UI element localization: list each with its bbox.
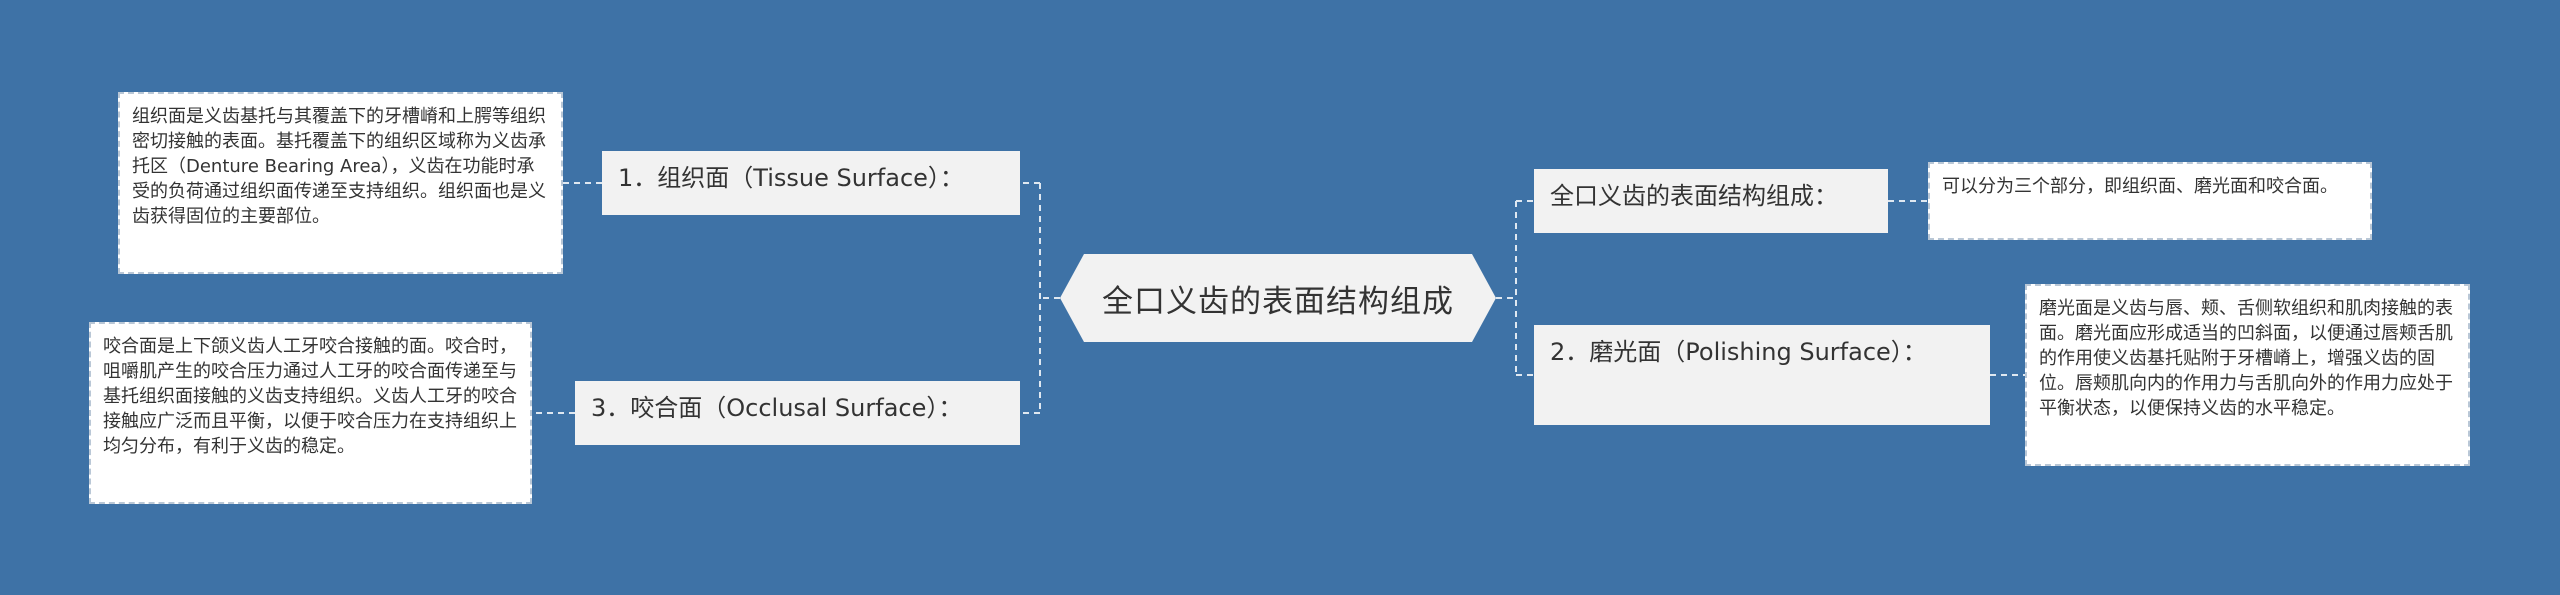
branch-occlusal-surface[interactable]: 3．咬合面（Occlusal Surface）： <box>575 381 1020 445</box>
branch-tissue-surface-label: 1．组织面（Tissue Surface）： <box>618 164 964 192</box>
branch-polishing-surface[interactable]: 2．磨光面（Polishing Surface）： <box>1534 325 1990 425</box>
central-topic[interactable]: 全口义齿的表面结构组成 <box>1060 254 1496 342</box>
leaf-overview-detail[interactable]: 可以分为三个部分，即组织面、磨光面和咬合面。 <box>1928 162 2372 240</box>
leaf-tissue-surface-detail[interactable]: 组织面是义齿基托与其覆盖下的牙槽嵴和上腭等组织密切接触的表面。基托覆盖下的组织区… <box>118 92 563 274</box>
leaf-occlusal-surface-text: 咬合面是上下颌义齿人工牙咬合接触的面。咬合时，咀嚼肌产生的咬合压力通过人工牙的咬… <box>103 336 517 457</box>
branch-tissue-surface[interactable]: 1．组织面（Tissue Surface）： <box>602 151 1020 215</box>
branch-occlusal-surface-label: 3．咬合面（Occlusal Surface）： <box>591 394 963 422</box>
branch-overview[interactable]: 全口义齿的表面结构组成： <box>1534 169 1888 233</box>
central-topic-label: 全口义齿的表面结构组成 <box>1102 283 1454 320</box>
leaf-polishing-surface-text: 磨光面是义齿与唇、颊、舌侧软组织和肌肉接触的表面。磨光面应形成适当的凹斜面，以便… <box>2039 298 2453 419</box>
branch-overview-label: 全口义齿的表面结构组成： <box>1550 182 1838 210</box>
leaf-tissue-surface-text: 组织面是义齿基托与其覆盖下的牙槽嵴和上腭等组织密切接触的表面。基托覆盖下的组织区… <box>132 106 546 227</box>
leaf-occlusal-surface-detail[interactable]: 咬合面是上下颌义齿人工牙咬合接触的面。咬合时，咀嚼肌产生的咬合压力通过人工牙的咬… <box>89 322 532 504</box>
branch-polishing-surface-label: 2．磨光面（Polishing Surface）： <box>1550 338 1927 366</box>
leaf-overview-text: 可以分为三个部分，即组织面、磨光面和咬合面。 <box>1942 176 2338 197</box>
leaf-polishing-surface-detail[interactable]: 磨光面是义齿与唇、颊、舌侧软组织和肌肉接触的表面。磨光面应形成适当的凹斜面，以便… <box>2025 284 2470 466</box>
